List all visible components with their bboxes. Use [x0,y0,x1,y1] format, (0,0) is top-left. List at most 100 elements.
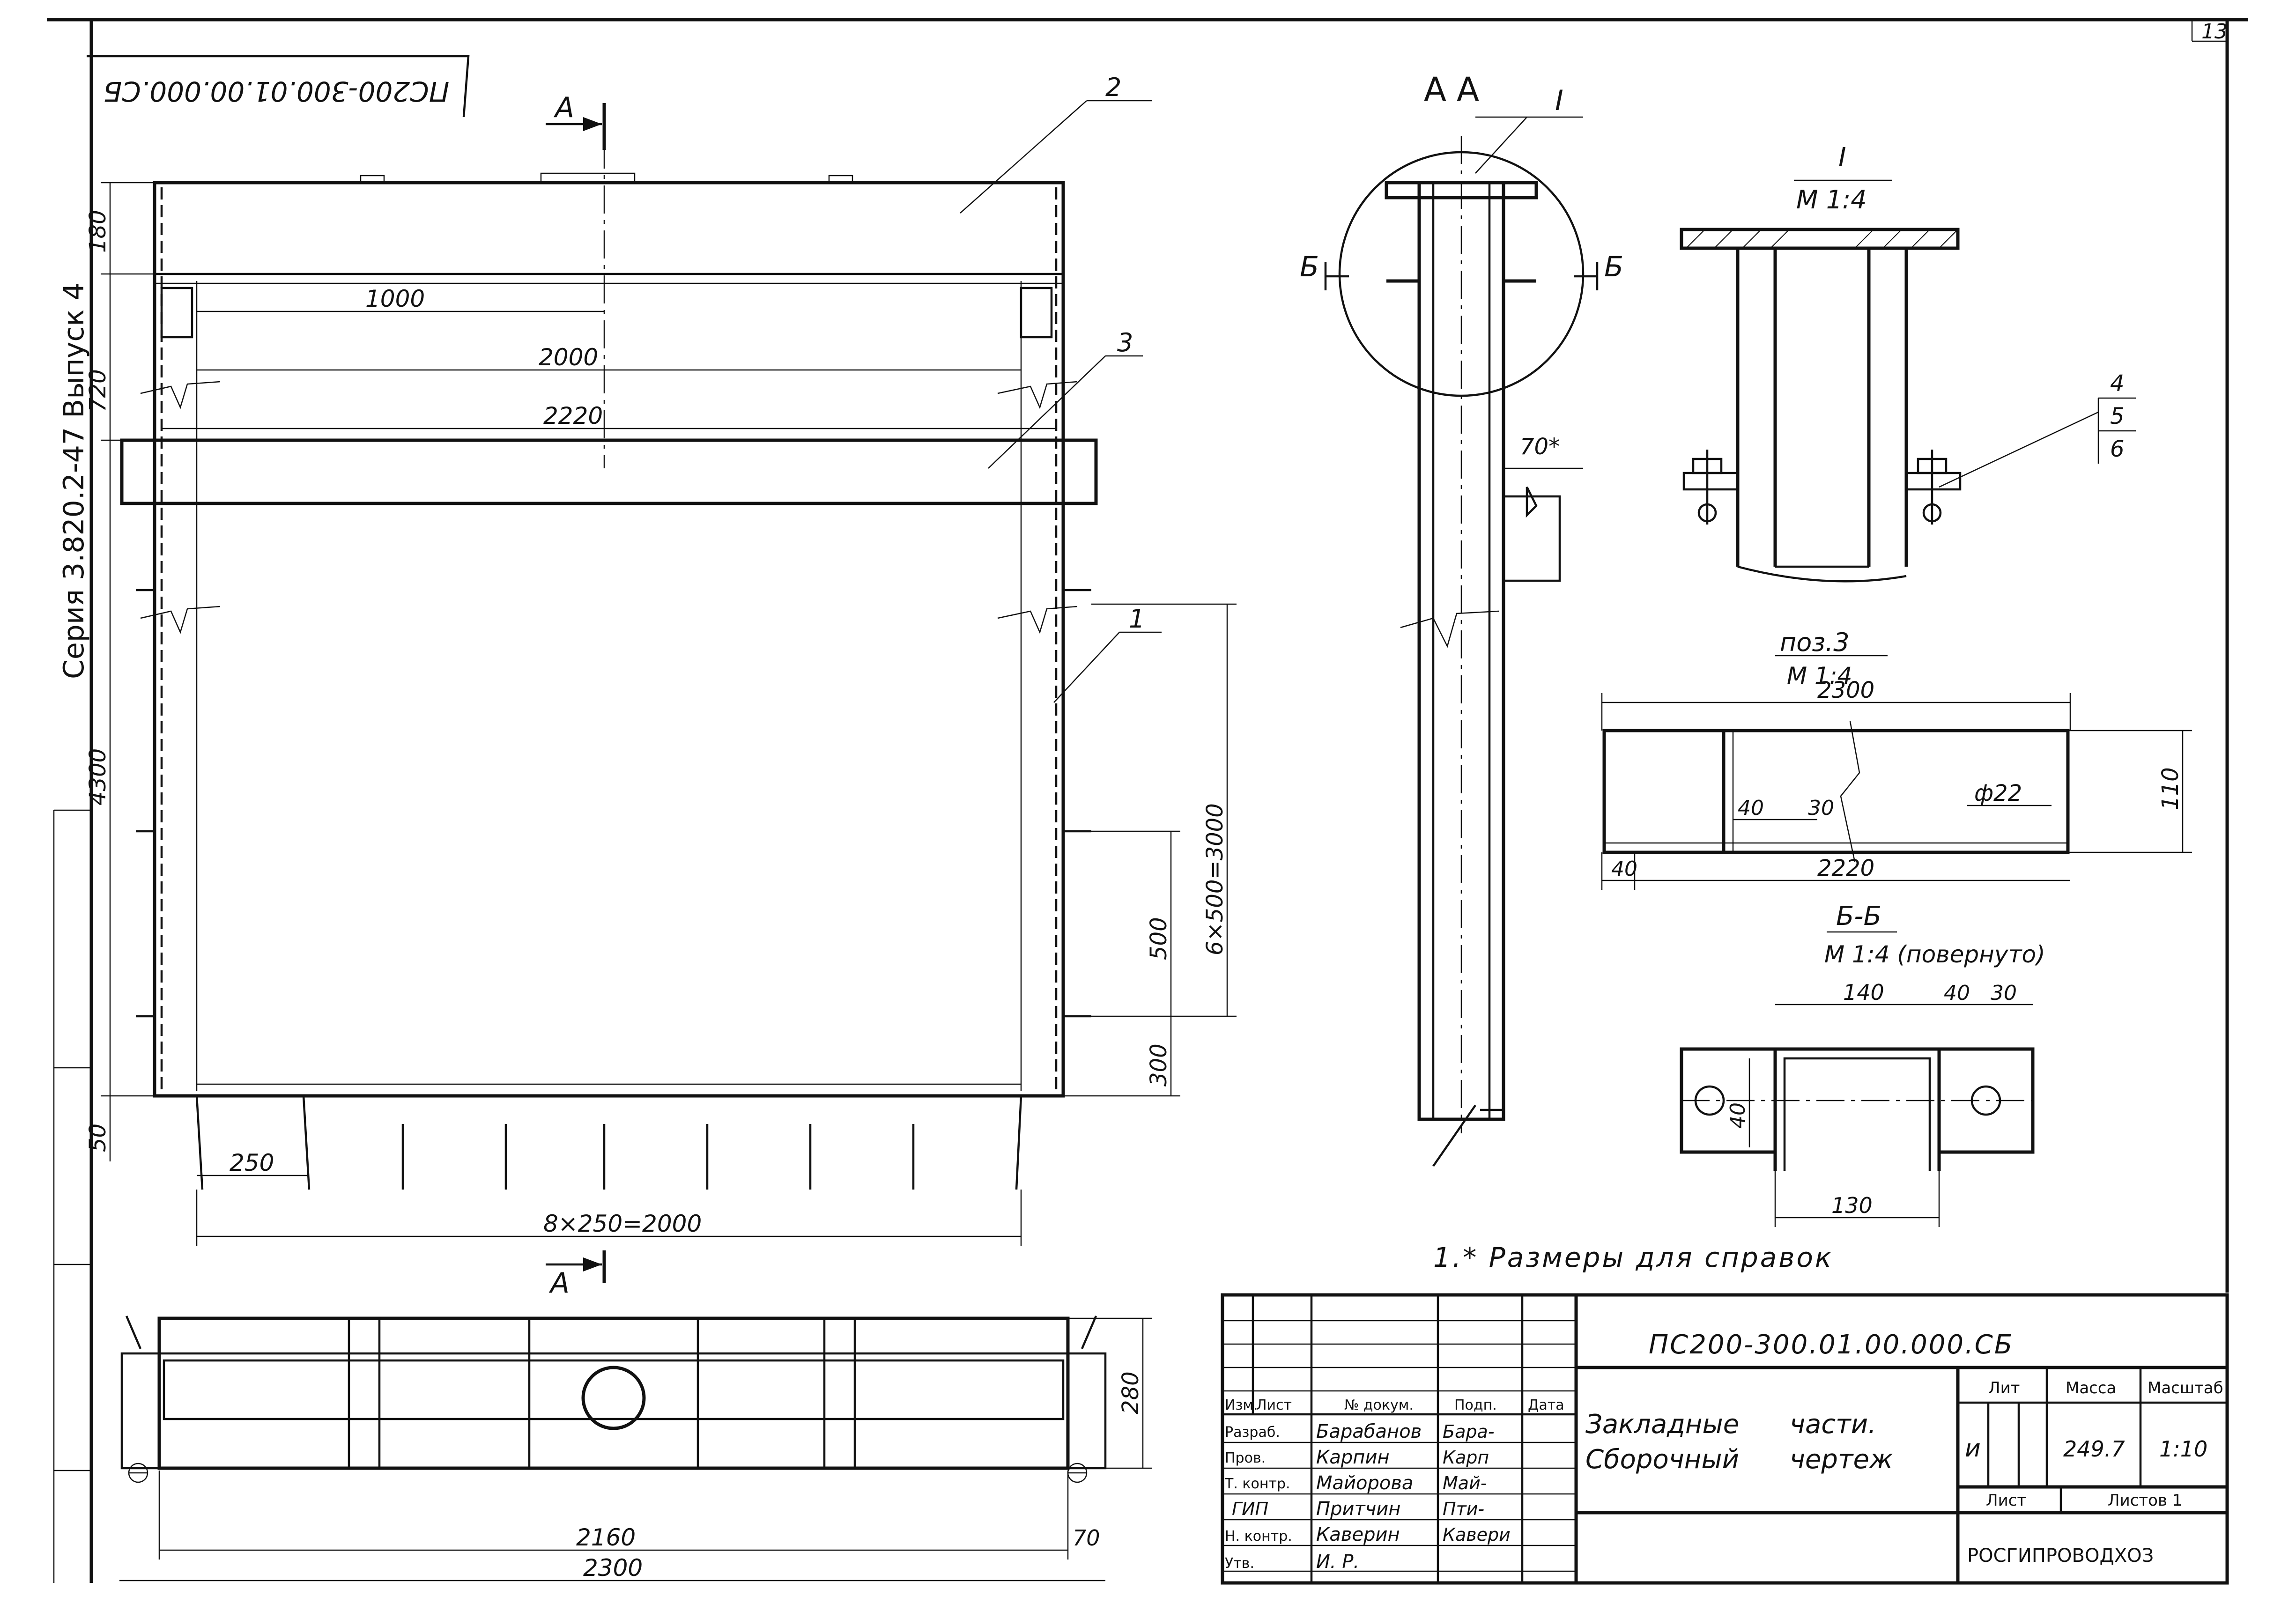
tb-col-list: Лист [1256,1397,1292,1413]
tb-role-5: Утв. [1225,1555,1254,1572]
mirrored-code: ПС200-300.01.00.000.СБ [104,75,450,107]
plan-dim-2300: 2300 [583,1554,643,1582]
tb-mass-value: 249.7 [2063,1436,2125,1462]
leader-4: 4 [2110,370,2125,397]
dim-500: 500 [1146,917,1172,960]
tb-lit-header: Лит [1988,1379,2020,1397]
pos3-scale: М 1:4 [1787,662,1852,689]
detail-1-scale: М 1:4 [1796,185,1867,214]
tb-role-0: Разраб. [1225,1424,1280,1441]
section-letter-bottom: А [548,1267,570,1300]
pos3-phi22: ф22 [1974,780,2022,806]
section-bb: Б-Б М 1:4 (повернуто) 140 40 30 40 130 [1680,901,2045,1227]
tb-name-5: И. Р. [1316,1551,1359,1573]
detail-1: I М 1:4 4 5 6 [1680,142,2136,583]
bb-dim-40: 40 [1944,981,1970,1005]
tb-sign-0: Бара- [1443,1421,1494,1442]
main-front-view [120,140,1098,1190]
tb-name-4: Каверин [1316,1524,1400,1545]
pos-2-label: 2 [1105,73,1121,102]
tb-role-3: ГИП [1232,1499,1268,1519]
tb-name-2: Майорова [1316,1472,1413,1494]
dim-6x500: 6×500=3000 [1202,803,1228,955]
main-horizontal-dims: 1000 2000 2220 250 8×250=2000 [162,285,1056,1246]
tb-lit-value: и [1965,1434,1981,1463]
dim-50: 50 [85,1124,111,1152]
dim-720: 720 [85,369,111,412]
dim-4300: 4300 [85,748,111,806]
dim-1000: 1000 [365,285,425,312]
tb-col-sign: Подп. [1454,1397,1497,1413]
page-number: 13 [2201,20,2228,44]
aa-dim-70: 70* [1520,434,1560,460]
dim-2220: 2220 [543,402,603,429]
pos3-dim-110: 110 [2157,767,2184,810]
tb-scale-header: Масштаб [2148,1379,2223,1397]
node-mark: I [1555,84,1563,117]
plan-dim-280: 280 [1118,1371,1144,1414]
plan-dims: 2160 2300 70 280 [119,1317,1152,1582]
bb-dim-30: 30 [1991,981,2017,1005]
pos-3-label: 3 [1117,328,1133,357]
tb-sign-3: Пти- [1443,1499,1484,1519]
tb-role-1: Пров. [1225,1450,1266,1466]
tb-col-doc: № докум. [1344,1397,1414,1413]
position-leaders: 2 3 1 [960,73,1162,703]
plan-view [120,1316,1107,1483]
tb-sign-2: Май- [1443,1473,1487,1493]
tb-scale-value: 1:10 [2159,1436,2207,1462]
tb-sign-4: Кавери [1443,1524,1511,1545]
detail-1-title: I [1838,142,1846,173]
dim-2000: 2000 [539,344,598,371]
dim-300: 300 [1146,1043,1172,1087]
section-mark-bottom: А [546,1250,606,1300]
dim-250: 250 [230,1149,274,1176]
pos3-dim-40b: 40 [1611,857,1637,881]
series-label: Серия 3.820.2-47 Выпуск 4 [58,282,90,679]
pos3-view: поз.3 М 1:4 2300 40 30 ф22 40 2220 110 [1601,628,2192,890]
leader-6: 6 [2110,436,2125,462]
tb-mass-header: Масса [2066,1379,2116,1397]
mirrored-code-box: ПС200-300.01.00.000.СБ [87,55,470,118]
plan-dim-70: 70 [1073,1525,1100,1551]
tb-name-1: Карпин [1316,1447,1390,1468]
tb-name-line1: Закладные части. [1585,1409,1876,1440]
title-block: Изм. Лист № докум. Подп. Дата Разраб. Ба… [1221,1293,2229,1585]
pos3-dim-2300: 2300 [1817,677,1874,703]
tb-col-date: Дата [1528,1397,1564,1413]
bb-dim-130: 130 [1831,1193,1873,1218]
dim-8x250: 8×250=2000 [543,1210,702,1237]
cut-mark-right: Б [1604,251,1623,283]
tb-name-0: Барабанов [1316,1421,1422,1442]
tb-sheet-label: Лист [1986,1491,2026,1510]
tb-org: РОСГИПРОВОДХОЗ [1967,1545,2154,1567]
tb-doc-code: ПС200-300.01.00.000.СБ [1649,1330,2014,1360]
pos-1-label: 1 [1129,604,1145,634]
tb-sign-1: Карп [1443,1447,1489,1468]
cut-mark-left: Б [1300,251,1319,283]
sheet-frame [47,18,2248,1583]
tb-sheets-label: Листов 1 [2108,1491,2182,1510]
tb-name-line2: Сборочный чертеж [1585,1444,1893,1475]
main-vertical-dims: 180 720 4300 50 500 300 6×500=3000 [85,182,1237,1161]
pos3-dim-2220: 2220 [1817,855,1874,881]
reference-note: 1.* Размеры для справок [1433,1242,1833,1273]
tb-role-2: Т. контр. [1224,1476,1290,1492]
tb-role-4: Н. контр. [1225,1528,1292,1545]
section-bb-scale: М 1:4 (повернуто) [1824,941,2045,968]
section-aa-title: А А [1424,70,1479,109]
bb-dim-140: 140 [1843,980,1884,1005]
pos3-dim-30: 30 [1808,796,1834,820]
dim-180: 180 [85,210,111,253]
section-mark-top: А [546,91,606,150]
pos3-title: поз.3 [1780,628,1850,657]
leader-5: 5 [2110,403,2125,429]
section-letter-top: А [553,91,574,124]
section-aa: А А 70* I Б Б [1300,70,1623,1167]
tb-col-izm: Изм. [1225,1397,1258,1413]
tb-name-3: Притчин [1316,1498,1401,1520]
pos3-dim-40a: 40 [1738,796,1764,820]
plan-dim-2160: 2160 [576,1524,636,1551]
bb-dim-40v: 40 [1726,1102,1750,1129]
